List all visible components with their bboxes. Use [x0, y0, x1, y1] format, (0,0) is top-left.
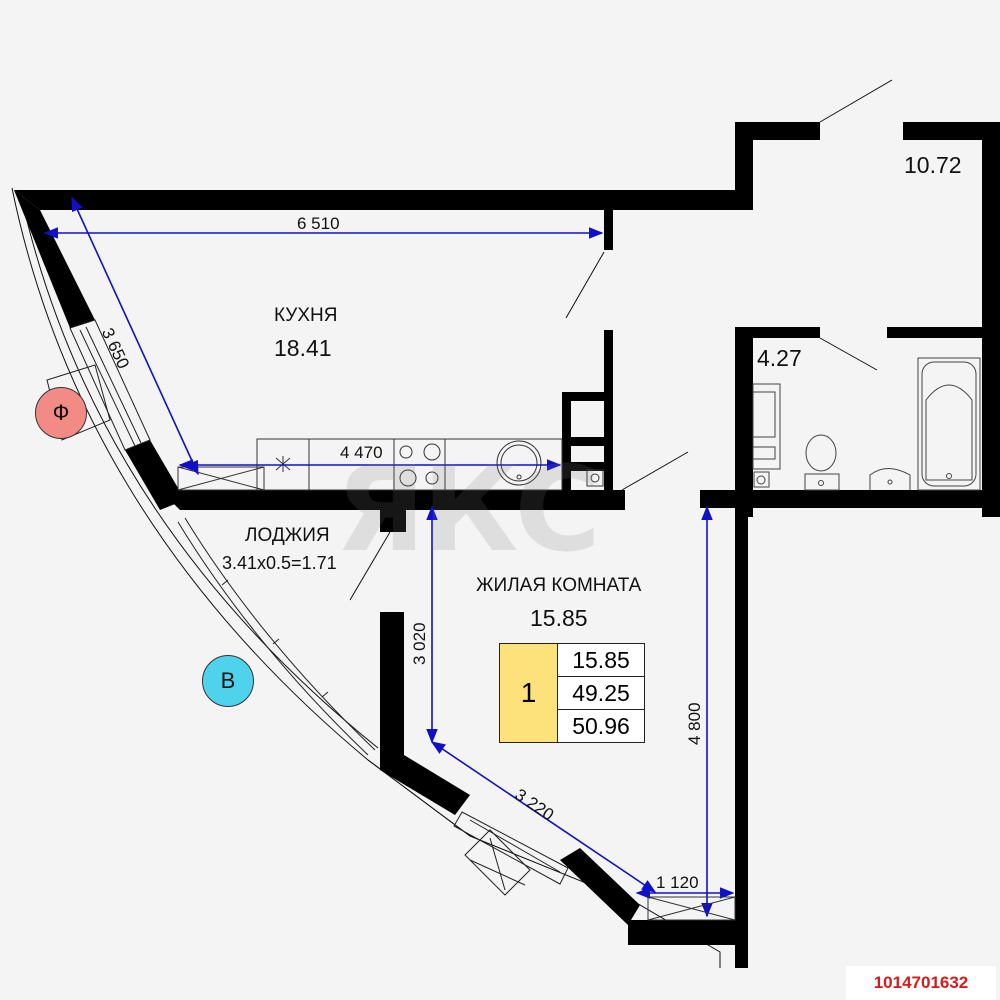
loggia-formula: 3.41x0.5=1.71 [222, 553, 337, 573]
bathroom-area: 4.27 [757, 345, 802, 371]
kitchen-label: КУХНЯ [274, 305, 338, 326]
dimension-lines [43, 196, 735, 918]
dim-counter-length: 4 470 [340, 443, 383, 462]
door-swings [349, 79, 893, 601]
living-window [453, 811, 569, 896]
total-with-loggia-value: 50.96 [558, 710, 644, 742]
dim-living-bottom: 1 120 [656, 873, 699, 892]
loggia-box [647, 896, 736, 921]
rooms-count: 1 [500, 644, 558, 742]
living-area-value: 15.85 [558, 644, 644, 677]
loggia-window [177, 517, 376, 756]
dim-kitchen-width: 6 510 [297, 214, 340, 233]
facade-marker-f: Ф [35, 387, 87, 439]
loggia-label: ЛОДЖИЯ [245, 525, 330, 546]
living-room-area: 15.85 [530, 605, 588, 631]
watermark: ЯКС [335, 440, 601, 578]
listing-id: 1014701632 [846, 966, 996, 1000]
bathroom-fixtures [752, 357, 981, 491]
total-area-value: 49.25 [558, 677, 644, 710]
living-room-label: ЖИЛАЯ КОМНАТА [476, 575, 642, 596]
facade-marker-v: В [202, 655, 254, 707]
area-summary-table: 1 15.85 49.25 50.96 [499, 643, 645, 743]
kitchen-area: 18.41 [274, 335, 332, 361]
hall-area: 10.72 [904, 152, 962, 178]
dim-living-height-right: 4 800 [685, 702, 704, 745]
dim-living-height-left: 3 020 [410, 622, 429, 665]
